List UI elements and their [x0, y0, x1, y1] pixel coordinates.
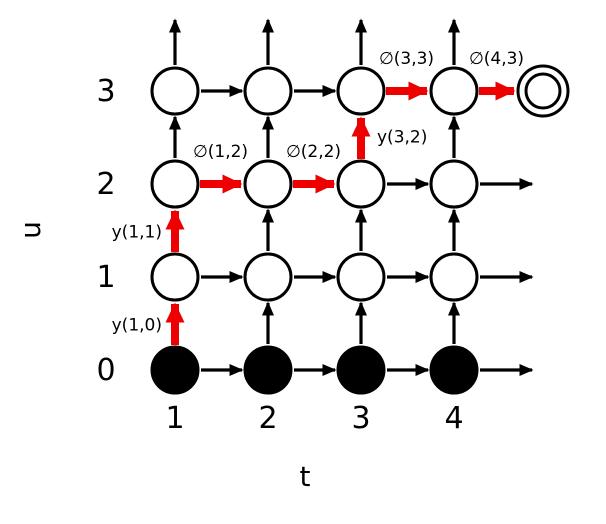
edge-label-4: y(3,2) — [377, 128, 427, 148]
x-tick-3: 3 — [351, 401, 370, 436]
edge-label-0: y(1,0) — [112, 316, 162, 336]
node-t3-u2 — [336, 159, 386, 209]
node-t1-u1 — [150, 252, 200, 302]
x-tick-4: 4 — [444, 401, 463, 436]
node-t2-u1 — [243, 252, 293, 302]
edge-label-1: y(1,1) — [112, 223, 162, 243]
node-t2-u3 — [243, 66, 293, 116]
x-tick-2: 2 — [258, 401, 277, 436]
node-t2-u2 — [243, 159, 293, 209]
node-t4-u0 — [429, 345, 479, 395]
node-t1-u2 — [150, 159, 200, 209]
x-axis-label: t — [300, 460, 311, 493]
y-tick-1: 1 — [96, 260, 115, 295]
node-t1-u0 — [150, 345, 200, 395]
y-tick-0: 0 — [96, 353, 115, 388]
y-axis-label: u — [14, 221, 47, 239]
node-t3-u0 — [336, 345, 386, 395]
node-t3-u3 — [336, 66, 386, 116]
node-t2-u0 — [243, 345, 293, 395]
final-state-inner — [524, 72, 562, 110]
node-t4-u2 — [429, 159, 479, 209]
y-tick-2: 2 — [96, 167, 115, 202]
edge-label-6: ∅(4,3) — [469, 49, 524, 69]
edge-label-3: ∅(2,2) — [286, 142, 341, 162]
y-tick-3: 3 — [96, 74, 115, 109]
node-t3-u1 — [336, 252, 386, 302]
x-tick-1: 1 — [165, 401, 184, 436]
edge-label-5: ∅(3,3) — [379, 49, 434, 69]
node-t1-u3 — [150, 66, 200, 116]
edge-label-2: ∅(1,2) — [193, 142, 248, 162]
node-t4-u3 — [429, 66, 479, 116]
node-t4-u1 — [429, 252, 479, 302]
